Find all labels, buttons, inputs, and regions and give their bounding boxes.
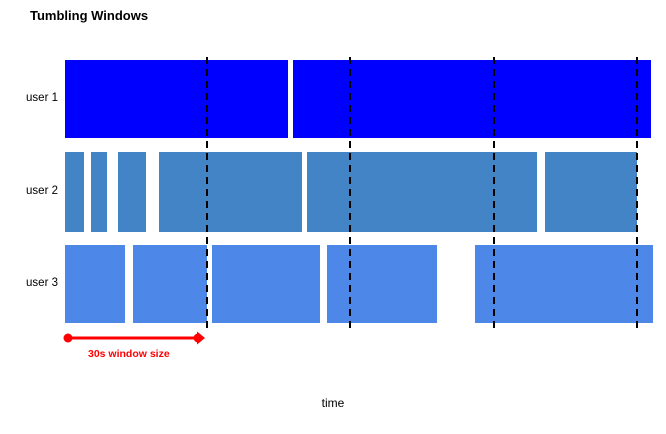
lane-label-3: user 3 <box>26 277 58 289</box>
activity-segment <box>307 152 537 232</box>
activity-segment <box>91 152 107 232</box>
activity-segment <box>159 152 302 232</box>
activity-segment <box>65 152 84 232</box>
window-boundary-dashed-line <box>205 57 208 333</box>
window-boundary-dashed-line <box>636 57 638 333</box>
window-boundary-dashed-line <box>349 57 351 333</box>
dimension-left-dot <box>63 333 73 343</box>
activity-segment <box>118 152 146 232</box>
dimension-right-arrowhead-icon <box>197 331 205 345</box>
activity-segment <box>293 60 651 138</box>
time-axis-label: time <box>321 396 345 410</box>
activity-segment <box>475 245 653 323</box>
figure-title: Tumbling Windows <box>30 8 149 23</box>
activity-segment <box>65 245 125 323</box>
lane-label-2: user 2 <box>26 185 58 197</box>
activity-segment <box>545 152 637 232</box>
activity-segment <box>133 245 207 323</box>
activity-segment <box>212 245 320 323</box>
activity-segment <box>327 245 437 323</box>
window-size-label: 30s window size <box>88 348 170 360</box>
window-boundary-dashed-line <box>492 57 495 333</box>
activity-segment <box>65 60 288 138</box>
lane-label-1: user 1 <box>26 92 58 104</box>
